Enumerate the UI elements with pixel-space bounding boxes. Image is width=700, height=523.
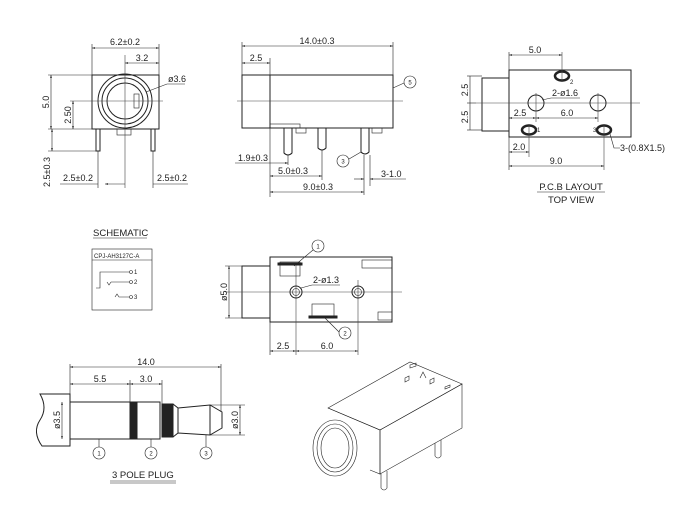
callout-3: [336, 154, 350, 168]
plug-callout-2: [144, 446, 158, 460]
pcb-dim-2: 2.0: [513, 142, 526, 152]
plug-callout-3: [199, 446, 213, 460]
pin3-dim: 9.0±0.3: [303, 182, 333, 192]
pcb-dim-6: 6.0: [561, 108, 574, 118]
pcb-layout-subtitle: TOP VIEW: [548, 195, 594, 206]
schematic-title: SCHEMATIC: [93, 228, 148, 239]
plug-dia-3-0: ø3.0: [230, 411, 240, 429]
schematic-pin-1: 1: [134, 270, 138, 276]
bottom-callout-1-label: 1: [316, 245, 320, 251]
isometric-view: [312, 361, 463, 491]
plug-dia-3-5: ø3.5: [52, 411, 62, 429]
callout-5: [403, 75, 417, 89]
plug-callout-1-label: 1: [97, 452, 101, 458]
pin-1: [283, 128, 293, 156]
offset-dim: 3.2: [136, 53, 149, 63]
pin-right: [150, 128, 156, 152]
plug-callout-2-label: 2: [149, 452, 153, 458]
pcb-dim-5: 5.0: [529, 45, 542, 55]
bottom-callout-2: [338, 326, 352, 340]
length-dim: 14.0±0.3: [300, 36, 335, 46]
pin-left-dim: 2.5±0.2: [63, 173, 93, 183]
bottom-callout-2-label: 2: [343, 332, 347, 338]
pcb-pin-label-2: 2: [570, 80, 574, 86]
pin-2: [317, 128, 327, 151]
pin2-dim: 5.0±0.3: [278, 166, 308, 176]
schematic-pin-2: 2: [134, 280, 138, 286]
bottom-dia-dim: ø5.0: [219, 283, 229, 301]
pcb-dim-2-5: 2.5: [514, 108, 527, 118]
pcb-slot-dim: 3-(0.8X1.5): [620, 143, 665, 153]
callout-3-label: 3: [341, 160, 345, 166]
pcb-vert-dim-top: 2.5: [460, 84, 470, 97]
pin-length-dim: 2.5±0.3: [42, 157, 52, 187]
plug-title: 3 POLE PLUG: [112, 470, 174, 481]
plug-dim-3-0: 3.0: [140, 374, 153, 384]
plug-callout-1: [92, 446, 106, 460]
front-dim: 2.5: [250, 53, 263, 63]
plug-length-dim: 14.0: [137, 357, 155, 367]
schematic-pin-3: 3: [134, 295, 138, 301]
jack-body-side: [241, 74, 394, 129]
bottom-dim-2-5: 2.5: [277, 341, 290, 351]
front-view: 6.2±0.2 3.2 ø3.6 5.0 2.50 2.5±0.3 2.5±0.…: [41, 37, 188, 188]
plug-dim-5-5: 5.5: [94, 374, 107, 384]
pcb-layout: 2 1 3 5.0 2-ø1.6 2.5 6.0 2.0 9.0 3-(0.8X…: [460, 45, 665, 206]
bottom-view: 1 2 2-ø1.3 ø5.0 2.5 6.0: [219, 239, 402, 355]
center-dim: 2.50: [63, 106, 73, 124]
pcb-hole-dim: 2-ø1.6: [552, 88, 578, 98]
pcb-layout-title: P.C.B LAYOUT: [539, 182, 603, 193]
pin1-dim: 1.9±0.3: [238, 153, 268, 163]
pcb-dim-9: 9.0: [550, 156, 563, 166]
width-dim: 6.2±0.2: [110, 37, 140, 47]
pin-3: [360, 128, 370, 155]
plug-callout-3-label: 3: [204, 452, 208, 458]
plug-insulator-ring-1: [129, 401, 138, 440]
bore-dim: ø3.6: [168, 74, 186, 84]
three-pole-plug: 14.0 5.5 3.0 ø3.5 ø3.0 1 2 3 3 POLE PLUG: [36, 357, 245, 484]
pcb-pin-label-1: 1: [537, 128, 541, 134]
pin-left: [95, 128, 101, 152]
schematic-box: [91, 248, 153, 311]
side-view: 14.0±0.3 2.5 5 3 1.9±0.3 5.0±0.3 9.0±0.3…: [235, 36, 417, 197]
plug-insulator-ring-2: [161, 403, 174, 438]
height-dim: 5.0: [41, 96, 51, 109]
callout-5-label: 5: [408, 81, 412, 87]
bottom-hole-dim: 2-ø1.3: [313, 275, 339, 285]
bottom-callout-1: [311, 239, 325, 253]
pcb-pin-label-3: 3: [593, 128, 597, 134]
schematic-part-number: CPJ-AH3127C-A: [94, 254, 139, 260]
bottom-dim-6: 6.0: [321, 341, 334, 351]
pin-right-dim: 2.5±0.2: [157, 173, 187, 183]
pcb-vert-dim-bottom: 2.5: [460, 111, 470, 124]
pin-width-dim: 3-1.0: [381, 169, 402, 179]
schematic: SCHEMATIC CPJ-AH3127C-A 1 2 3: [91, 228, 153, 311]
